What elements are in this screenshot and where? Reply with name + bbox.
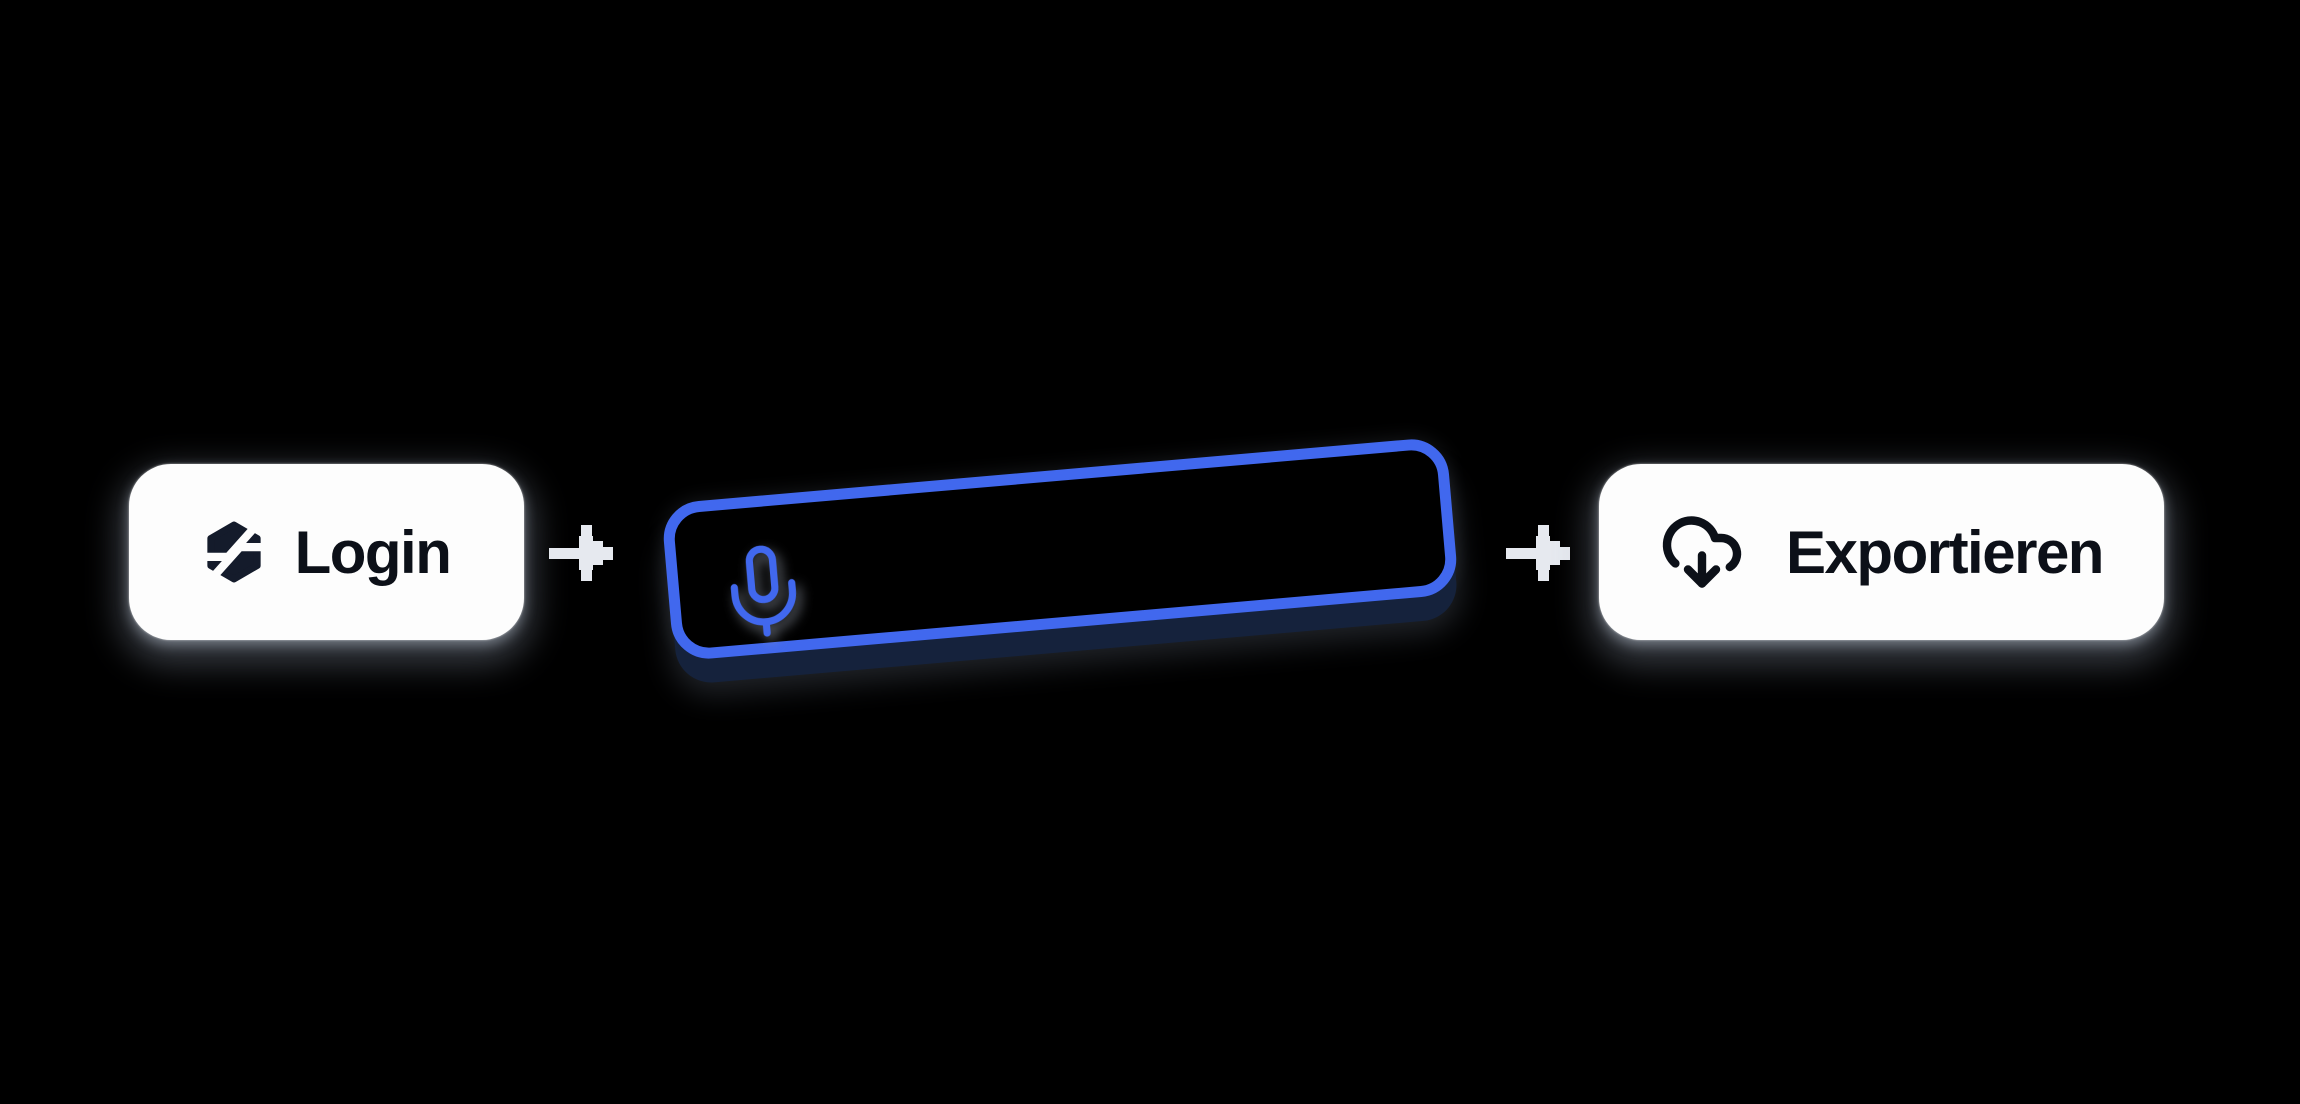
- voice-recording-panel[interactable]: [660, 436, 1460, 662]
- microphone-icon: [711, 537, 815, 645]
- arrow-right-icon: [1506, 523, 1572, 583]
- s-hexagon-logo-icon: [203, 520, 265, 584]
- arrow-right-icon: [549, 523, 615, 583]
- export-button-label: Exportieren: [1786, 518, 2104, 586]
- login-button[interactable]: Login: [129, 464, 524, 640]
- login-button-label: Login: [294, 518, 452, 586]
- cloud-download-icon: [1660, 510, 1744, 594]
- export-button[interactable]: Exportieren: [1599, 464, 2164, 640]
